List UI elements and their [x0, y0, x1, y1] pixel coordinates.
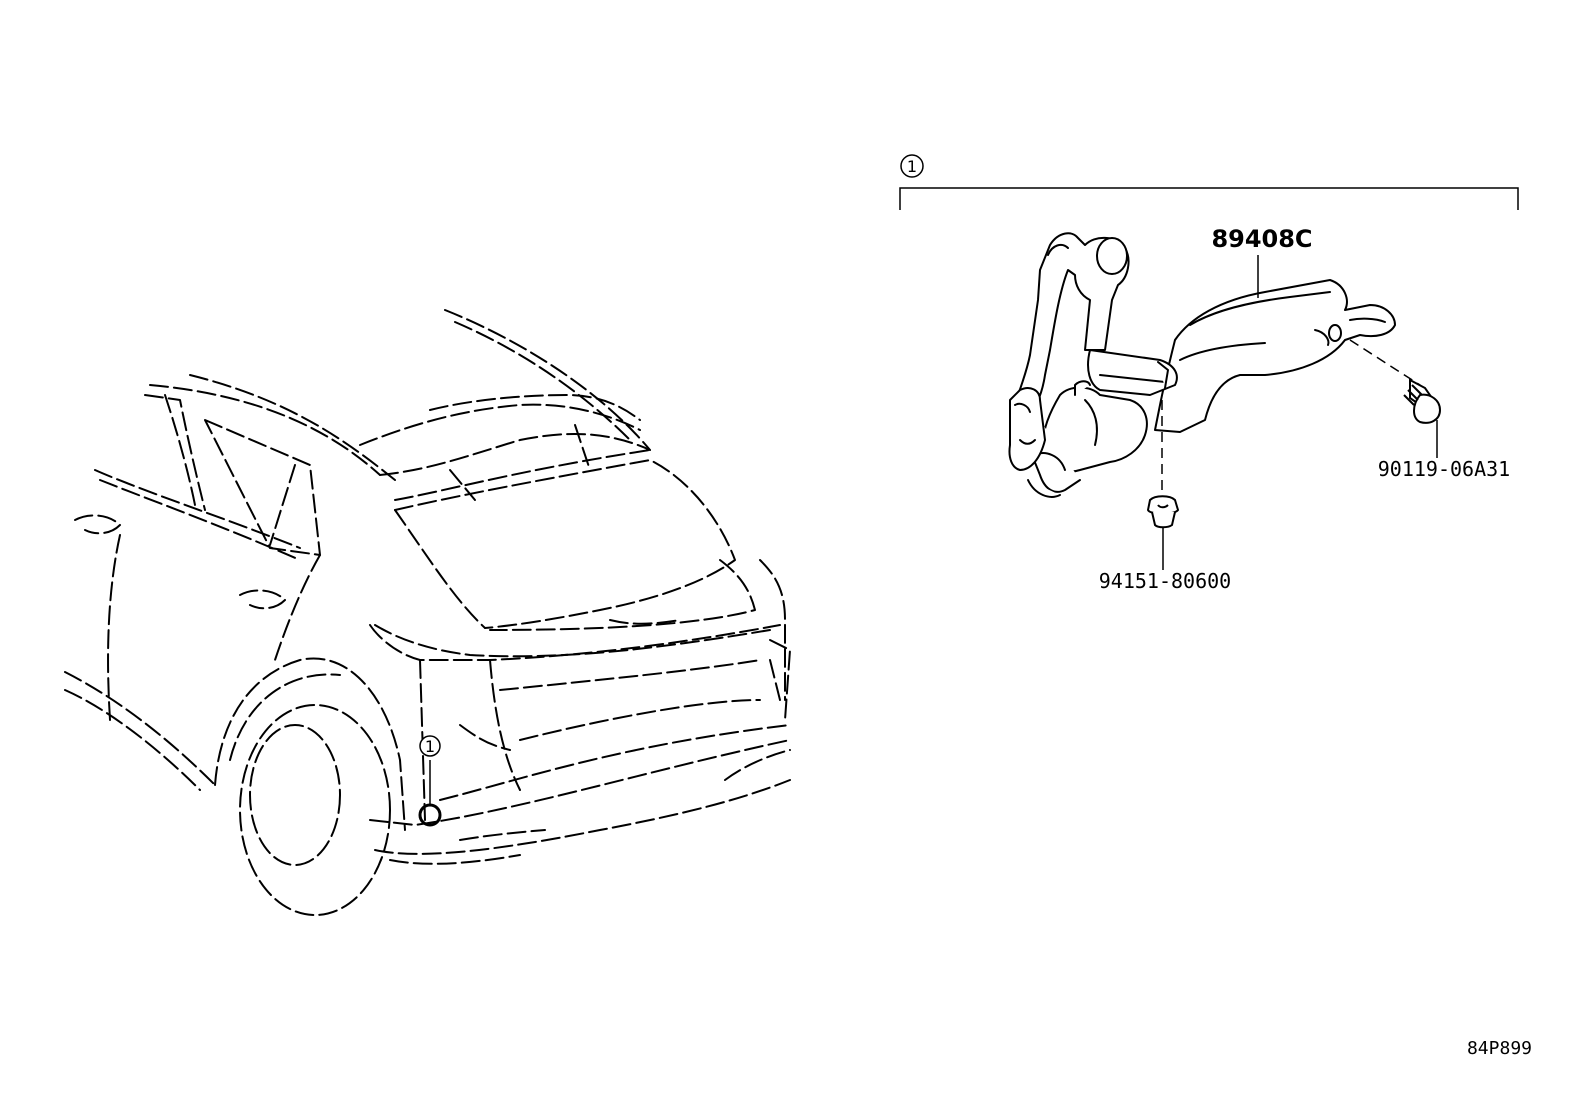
part-number-sensor[interactable]: 89408C: [1211, 225, 1312, 253]
bolt-illustration: [1349, 339, 1442, 458]
assembly-bracket: 1: [899, 154, 1519, 210]
main-callout-number: 1: [907, 157, 917, 176]
part-number-bolt[interactable]: 90119-06A31: [1378, 457, 1510, 481]
vehicle-callout-number: 1: [425, 737, 435, 756]
vehicle-sensor-marker: 1: [418, 735, 442, 827]
diagram-code: 84P899: [1466, 1038, 1532, 1059]
part-number-nut[interactable]: 94151-80600: [1099, 569, 1231, 593]
height-sensor-illustration: [1008, 232, 1396, 498]
nut-illustration: [1146, 400, 1180, 570]
vehicle-illustration: [64, 309, 791, 916]
